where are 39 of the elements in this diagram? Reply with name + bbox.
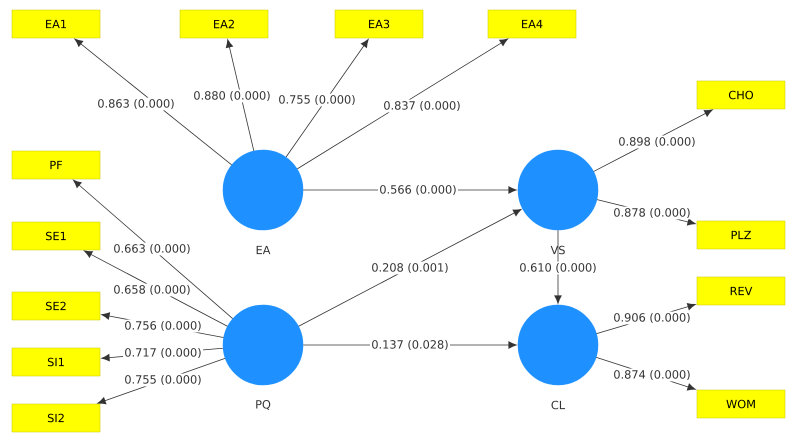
circle-label: CL <box>550 399 566 411</box>
indicator-box: EA1 <box>12 10 100 38</box>
indicator-box: SI2 <box>12 404 100 432</box>
edge-label: 0.137 (0.028) <box>370 338 450 352</box>
indicator-box: WOM <box>696 390 786 418</box>
edge-label: 0.208 (0.001) <box>370 262 450 274</box>
circle-label: EA <box>254 244 272 256</box>
indicator-box: SE1 <box>12 222 100 250</box>
arrow <box>73 180 234 319</box>
edge-label: 0.717 (0.000) <box>123 346 203 360</box>
edge-label: 0.874 (0.000) <box>612 368 692 382</box>
edge-label: 0.755 (0.000) <box>123 374 203 386</box>
edge-label: 0.663 (0.000) <box>112 242 192 256</box>
edge-label: 0.863 (0.000) <box>96 98 176 110</box>
arrow <box>296 38 508 170</box>
indicator-box: EA2 <box>180 10 268 38</box>
arrow <box>286 39 369 158</box>
edge-label: 0.658 (0.000) <box>112 284 192 296</box>
arrow <box>74 38 232 166</box>
arrow <box>298 209 522 327</box>
edge-label: 0.837 (0.000) <box>382 100 462 112</box>
indicator-box: EA3 <box>334 10 424 38</box>
edge-label: 0.906 (0.000) <box>612 312 692 324</box>
edge-label: 0.878 (0.000) <box>612 206 692 220</box>
edge-label: 0.898 (0.000) <box>617 136 697 148</box>
edge-label: 0.756 (0.000) <box>123 320 203 332</box>
indicator-box: CHO <box>696 80 786 110</box>
indicator-box: EA4 <box>488 10 576 38</box>
arrow <box>226 39 254 152</box>
indicator-box: REV <box>696 276 786 306</box>
edge-label: 0.755 (0.000) <box>277 94 357 106</box>
indicator-box: PLZ <box>696 220 786 250</box>
circle-label: PQ <box>254 398 272 412</box>
indicator-box: PF <box>12 150 100 180</box>
indicator-box: SE2 <box>12 292 100 320</box>
indicator-box: SI1 <box>12 348 100 376</box>
edge-label: 0.566 (0.000) <box>378 184 458 196</box>
edge-label: 0.610 (0.000) <box>518 262 598 274</box>
edge-label: 0.880 (0.000) <box>192 90 272 102</box>
